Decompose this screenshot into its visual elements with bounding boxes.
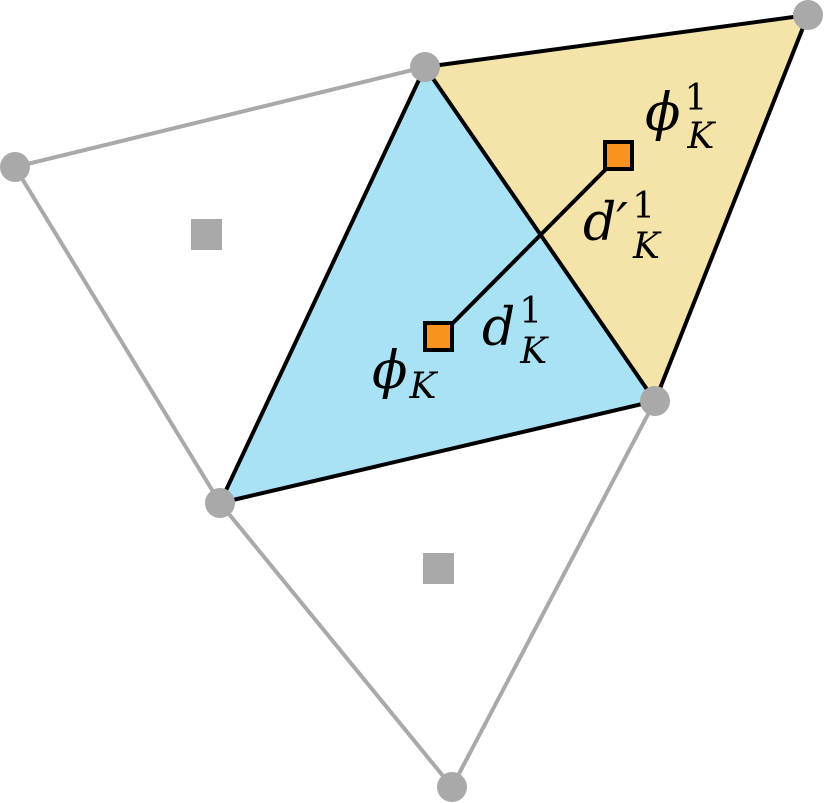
outer-edge-bottom-left bbox=[218, 501, 454, 789]
cell-center-marker-icon bbox=[603, 140, 634, 171]
label-d-k1-superscript: 1 bbox=[519, 291, 542, 332]
label-phi-k-base: ϕ bbox=[372, 341, 407, 401]
outer-edge-left bbox=[13, 165, 222, 505]
outer-edge-top-left bbox=[13, 65, 427, 169]
vertex-dot-icon bbox=[640, 386, 670, 416]
label-d-k1-subscript: K bbox=[519, 331, 549, 372]
outer-edges bbox=[13, 65, 657, 789]
outer-edge-bottom-right bbox=[450, 399, 657, 789]
label-d-k1-base: d bbox=[482, 298, 515, 358]
center-triangle-fill bbox=[220, 67, 655, 503]
cell-center-marker-icon bbox=[423, 553, 454, 584]
center-edges bbox=[218, 13, 810, 505]
edge-top bbox=[423, 13, 810, 69]
distance-segment bbox=[437, 154, 621, 339]
cell-center-marker-icon bbox=[191, 219, 222, 250]
label-phi-k-subscript: K bbox=[408, 366, 438, 407]
vertex-dot-icon bbox=[793, 0, 823, 30]
label-phi-k1-base: ϕ bbox=[645, 83, 680, 143]
vertex-dot-icon bbox=[0, 152, 30, 182]
vertex-dot-icon bbox=[410, 52, 440, 82]
label-phi-k: ϕK bbox=[372, 341, 438, 407]
label-phi-k1-subscript: K bbox=[686, 116, 716, 157]
edge-left bbox=[218, 65, 427, 505]
cell-center-marker-icon bbox=[423, 321, 454, 352]
label-d-prime-k1-superscript: 1 bbox=[632, 186, 655, 227]
label-d-prime-k1-base: d′ bbox=[583, 193, 628, 253]
label-d-prime-k1-subscript: K bbox=[632, 226, 662, 267]
vertex-dot-icon bbox=[205, 488, 235, 518]
edge-right bbox=[653, 13, 810, 403]
vertex-dot-icon bbox=[437, 772, 467, 802]
edge-bottom bbox=[218, 399, 657, 505]
neighbor-triangle-fill bbox=[425, 15, 808, 401]
label-phi-k1-superscript: 1 bbox=[684, 78, 707, 119]
